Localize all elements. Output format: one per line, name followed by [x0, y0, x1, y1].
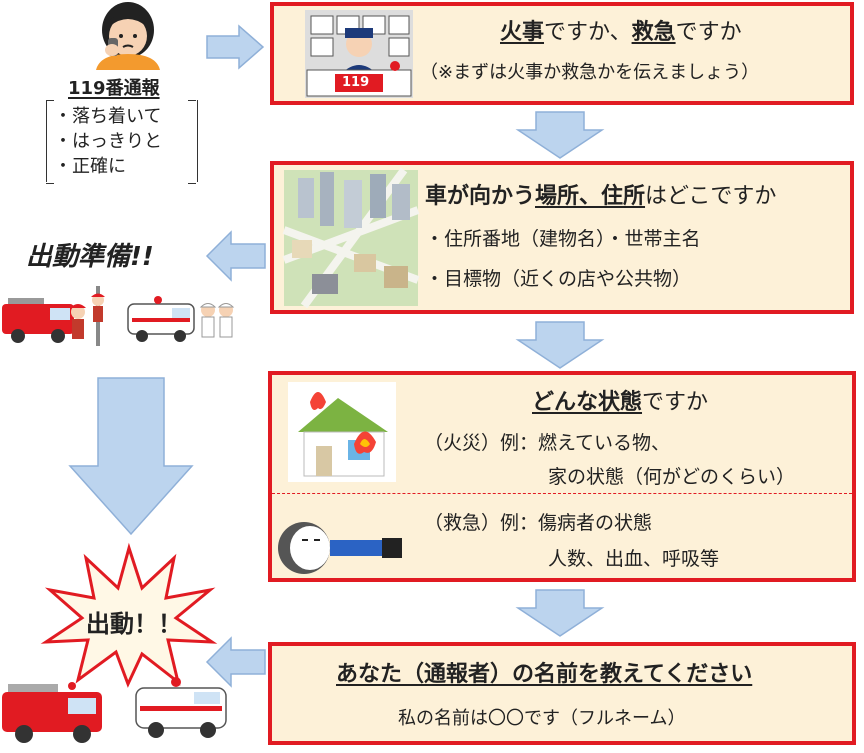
prep-label: 出動準備!!	[26, 242, 154, 272]
step2-question: 車が向かう場所、住所はどこですか	[425, 184, 777, 209]
step3-fire-line1: （火災）例：燃えている物、	[424, 432, 671, 454]
step1-note: （※まずは火事か救急かを伝えましょう）	[420, 62, 760, 83]
step1-question: 火事ですか、救急ですか	[500, 20, 742, 45]
step4-answer: 私の名前は〇〇です（フルネーム）	[398, 708, 686, 729]
ambulance-dispatch-icon	[135, 677, 227, 738]
arrow-down-3	[515, 589, 605, 637]
step3-question: どんな状態ですか	[532, 390, 709, 415]
caller-tip-3: ・正確に	[54, 156, 126, 177]
caller-tip-1: ・落ち着いて	[54, 106, 162, 127]
caller-illustration	[96, 2, 160, 70]
arrow-left-to-prep	[205, 230, 266, 282]
dispatch-label: 出動！！	[86, 610, 182, 638]
arrow-down-1	[515, 111, 605, 159]
ambulance-prep-icon	[127, 296, 195, 342]
step4-question: あなた（通報者）の名前を教えてください	[336, 662, 753, 687]
firefighters-prep-icon	[70, 286, 105, 346]
arrow-right-to-step1	[206, 24, 265, 70]
step4-box	[268, 642, 856, 745]
caller-tip-2: ・はっきりと	[54, 131, 162, 152]
dispatch-burst	[40, 542, 218, 688]
step3-ems-line1: （救急）例：傷病者の状態	[424, 512, 653, 534]
step2-line1: ・住所番地（建物名）・世帯主名	[425, 228, 701, 250]
step3-fire-line2: 家の状態（何がどのくらい）	[548, 466, 796, 488]
city-map-image	[282, 167, 420, 309]
desk-sign: 119	[342, 75, 370, 90]
step3-divider	[272, 493, 852, 494]
injured-person-icon	[278, 522, 402, 574]
step3-ems-line2: 人数、出血、呼吸等	[548, 548, 720, 570]
step2-line2: ・目標物（近くの店や公共物）	[425, 268, 692, 290]
dispatcher-icon	[305, 10, 413, 98]
caller-title: 119番通報	[68, 78, 160, 99]
caller-tips-bracket	[46, 100, 198, 182]
fire-engine-prep-icon	[2, 298, 74, 343]
paramedics-prep-icon	[199, 303, 235, 338]
fire-engine-dispatch-icon	[2, 682, 102, 743]
arrow-down-big-left	[68, 377, 194, 536]
arrow-left-to-dispatch	[205, 636, 266, 688]
burning-house-icon	[288, 382, 396, 482]
arrow-down-2	[515, 321, 605, 369]
